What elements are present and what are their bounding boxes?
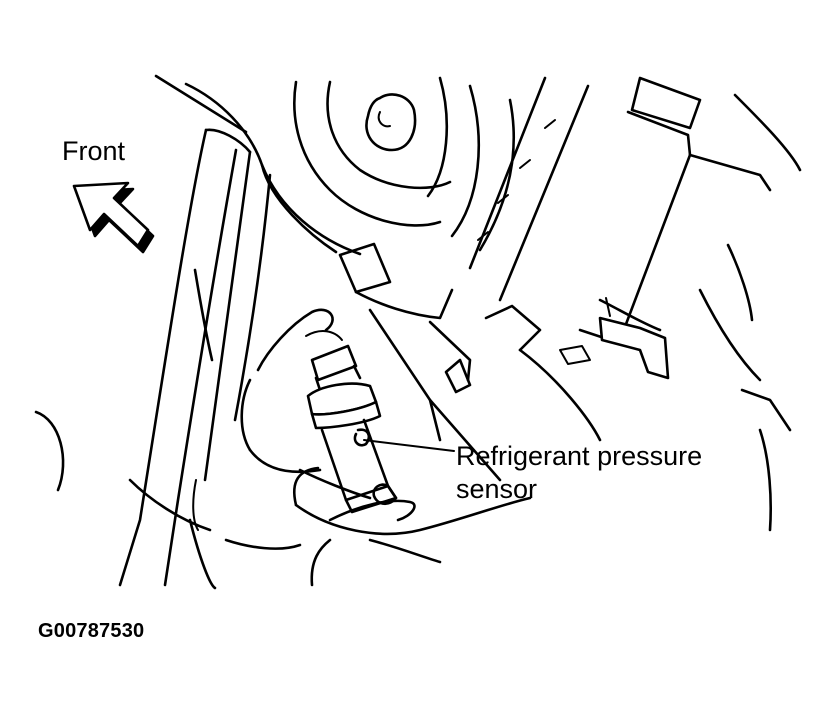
callout-leader-line [363,439,455,452]
sensor-callout-label: Refrigerant pressure sensor [456,440,702,506]
figure-code: G00787530 [38,620,145,642]
lower-bracket [338,242,602,482]
right-bracket [468,76,802,532]
hand [224,308,532,587]
hose-clamp [559,297,670,380]
pressure-sensor [306,344,398,514]
left-hoses [34,74,272,590]
front-direction-label: Front [62,136,126,166]
pulley-assembly [184,76,516,256]
sensor-callout-line-1: Refrigerant pressure [456,441,703,471]
front-direction-arrow-icon [72,181,155,254]
sensor-callout-line-2: sensor [456,474,538,504]
